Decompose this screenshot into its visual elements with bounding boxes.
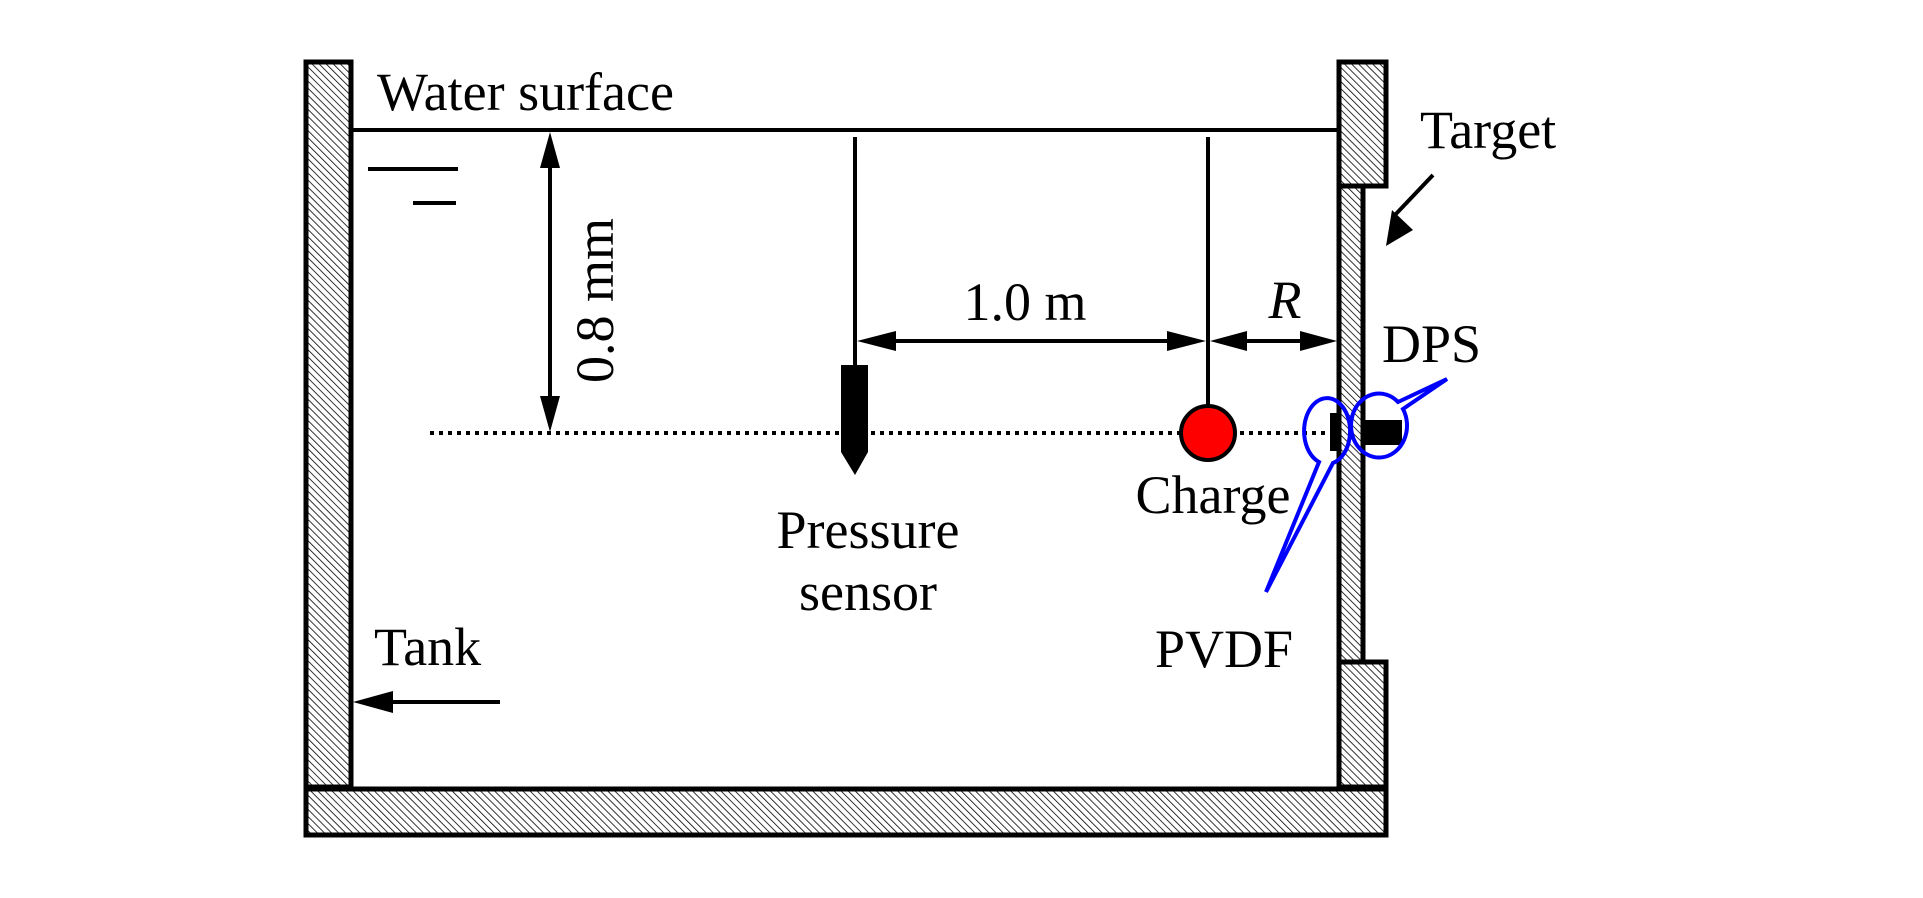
pressure-sensor-label-line1: Pressure [777, 500, 960, 560]
tank-pointer [353, 691, 500, 713]
sensor-distance-arrow-left-icon [857, 331, 896, 351]
standoff-dimension: R [1210, 270, 1337, 351]
tank [303, 59, 1389, 838]
tank-right-wall-lower-block [1336, 659, 1389, 790]
charge-label: Charge [1136, 465, 1291, 525]
dps-gauge-icon [1365, 420, 1402, 445]
pressure-sensor-label-line2: sensor [799, 562, 937, 622]
standoff-label: R [1268, 270, 1302, 330]
standoff-arrow-right-icon [1300, 331, 1337, 351]
tank-label: Tank [374, 617, 481, 677]
pvdf-callout [1264, 396, 1353, 593]
tank-left-wall [303, 59, 354, 790]
pressure-sensor [841, 137, 868, 475]
target-arrow-icon [1386, 210, 1413, 246]
target-label: Target [1420, 100, 1556, 160]
water-level-symbol [368, 167, 458, 205]
sensor-distance-arrow-right-icon [1167, 331, 1206, 351]
water-surface-label: Water surface [377, 62, 674, 122]
target-pointer [1386, 173, 1435, 246]
depth-arrow-up-icon [540, 132, 560, 168]
tank-floor [303, 786, 1389, 838]
pvdf-label: PVDF [1155, 619, 1293, 679]
sensor-distance-dimension: 1.0 m [857, 272, 1206, 351]
tank-arrow-icon [353, 691, 393, 713]
pressure-sensor-body-icon [841, 365, 868, 475]
depth-dimension: 0.8 mm [540, 132, 625, 432]
standoff-arrow-left-icon [1210, 331, 1247, 351]
depth-arrow-down-icon [540, 396, 560, 432]
tank-right-wall-upper-block [1336, 59, 1389, 189]
charge [1179, 137, 1237, 462]
dps-callout [1349, 377, 1449, 460]
pvdf-gauge-icon [1330, 413, 1339, 451]
depth-label: 0.8 mm [565, 218, 625, 383]
sensor-distance-label: 1.0 m [963, 272, 1086, 332]
charge-sphere-icon [1179, 404, 1237, 462]
dps-label: DPS [1382, 314, 1481, 374]
